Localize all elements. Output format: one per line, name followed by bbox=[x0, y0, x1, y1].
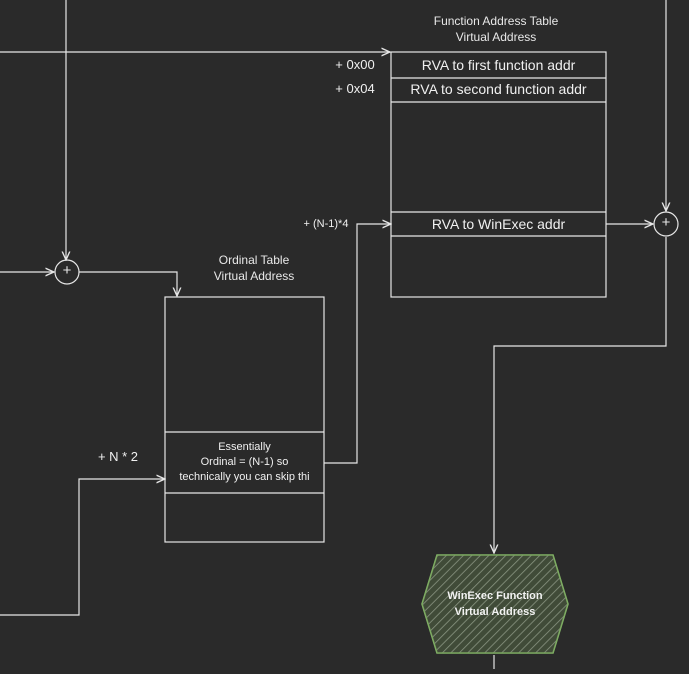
ordinal-note-line-3: technically you can skip thi bbox=[179, 471, 310, 483]
adder-left-symbol: + bbox=[62, 262, 72, 279]
function-address-table bbox=[390, 51, 607, 298]
offset-n-minus-1-times-4: + (N-1)*4 bbox=[303, 218, 349, 230]
ordinal-note-line-1: Essentially bbox=[218, 441, 271, 453]
connectors bbox=[0, 0, 666, 669]
ordinal-table-title: Ordinal Table Virtual Address bbox=[213, 253, 295, 283]
edge-ordinal-row-to-winexec-row bbox=[324, 224, 391, 464]
edge-adder-to-result bbox=[494, 237, 667, 553]
offset-n-times-2: + N * 2 bbox=[97, 449, 139, 464]
result-label: WinExec Function Virtual Address bbox=[447, 590, 543, 618]
function-table-title: Function Address Table Virtual Address bbox=[433, 14, 559, 44]
function-table-row-2-label: RVA to second function addr bbox=[410, 81, 587, 97]
result-hexagon bbox=[421, 554, 569, 654]
offset-0x00: + 0x00 bbox=[335, 57, 375, 72]
ordinal-note-line-2: Ordinal = (N-1) so bbox=[200, 456, 289, 468]
adder-left bbox=[54, 259, 80, 285]
edge-adder-to-ordinal-table bbox=[79, 271, 177, 296]
offset-0x04: + 0x04 bbox=[335, 81, 375, 96]
function-table-row-1-label: RVA to first function addr bbox=[421, 57, 576, 73]
adder-right-symbol: + bbox=[661, 214, 671, 231]
edge-bottom-to-ordinal-row bbox=[0, 479, 165, 616]
ordinal-table bbox=[164, 296, 325, 543]
function-table-row-winexec-label: RVA to WinExec addr bbox=[431, 216, 566, 232]
adder-right bbox=[653, 211, 679, 237]
